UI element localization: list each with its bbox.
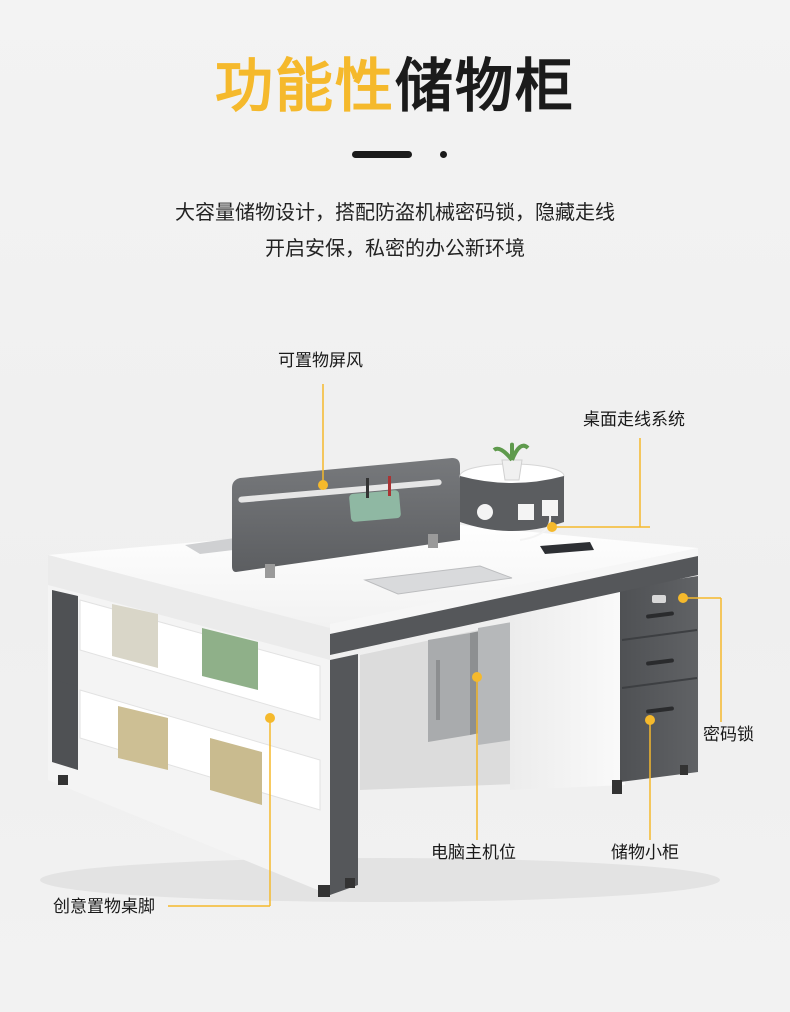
desk-left-edge: [48, 555, 330, 660]
callout-cabinet: 储物小柜: [611, 843, 679, 863]
desk-front-apron: [330, 552, 698, 655]
callout-cable-system: 桌面走线系统: [583, 410, 685, 430]
side-storage-body: [510, 585, 625, 790]
storage-cabinet: [612, 576, 698, 794]
potted-plant: [492, 442, 530, 481]
callout-lock: 密码锁: [703, 725, 754, 745]
callout-leg: 创意置物桌脚: [53, 897, 155, 917]
headline-accent: 功能性: [214, 52, 395, 120]
floor-shadow: [40, 858, 720, 902]
feature-headline: 功能性储物柜: [0, 50, 790, 122]
storage-privacy-screen: [232, 458, 460, 578]
callout-host-bay: 电脑主机位: [431, 843, 516, 863]
divider-dot: [440, 151, 447, 158]
callout-screen: 可置物屏风: [278, 351, 363, 371]
cable-management-drum: [459, 463, 565, 541]
computer-host-units: [428, 622, 512, 745]
divider-bar: [352, 151, 412, 158]
headline-rest: 储物柜: [395, 52, 576, 120]
description-line-2: 开启安保，私密的办公新环境: [265, 236, 525, 260]
description-line-1: 大容量储物设计，搭配防盗机械密码锁，隐藏走线: [175, 200, 615, 224]
creative-storage-leg: [48, 585, 358, 897]
callout-leaders: [168, 384, 722, 907]
